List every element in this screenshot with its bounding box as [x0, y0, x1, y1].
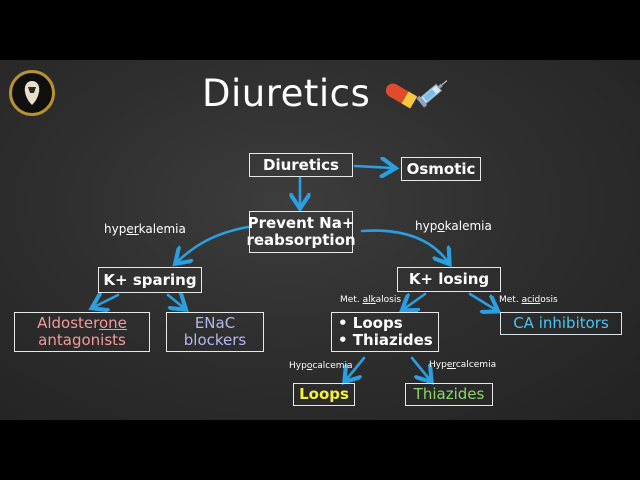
title-icons — [385, 79, 447, 109]
node-k-losing: K+ losing — [397, 267, 501, 292]
node-prevent-na-reabsorption: Prevent Na+ reabsorption — [246, 211, 356, 253]
label-hypocalcemia: Hypocalcemia — [289, 361, 353, 371]
label-hypercalcemia: Hypercalcemia — [429, 360, 497, 370]
label-hyperkalemia: hyperkalemia — [104, 222, 186, 236]
arrow-prevent-klosing — [360, 229, 448, 262]
logo-emblem — [9, 70, 55, 116]
logo-figure-icon — [24, 81, 40, 105]
chalkboard-background — [0, 60, 640, 420]
node-loops-thiazides: • Loops • Thiazides — [331, 312, 439, 352]
label-met-acidosis: Met. acidosis — [499, 295, 558, 305]
node-thiazides: Thiazides — [405, 383, 493, 406]
arrow-diuretics-osmotic — [353, 166, 393, 168]
label-met-alkalosis: Met. alkalosis — [340, 295, 402, 305]
arrow-loops-loops — [346, 356, 366, 380]
arrow-loops-thiazides — [410, 356, 430, 380]
node-ca-inhibitors: CA inhibitors — [500, 312, 622, 335]
arrow-klosing-loops — [404, 292, 427, 309]
node-k-sparing: K+ sparing — [98, 267, 202, 293]
arrow-klosing-ca — [468, 292, 496, 310]
node-osmotic: Osmotic — [401, 157, 481, 181]
node-aldosterone-antagonists: Aldosterone antagonists — [14, 312, 150, 352]
node-enac-blockers: ENaC blockers — [166, 312, 264, 352]
label-hypokalemia: hypokalemia — [415, 219, 492, 233]
node-loops: Loops — [293, 383, 355, 406]
arrow-ksparing-aldosterone — [94, 295, 120, 307]
page-title: Diuretics — [202, 72, 371, 115]
syringe-icon — [416, 79, 447, 108]
arrow-ksparing-enac — [166, 295, 184, 308]
node-diuretics: Diuretics — [249, 153, 353, 177]
pill-icon — [385, 83, 418, 109]
arrow-prevent-ksparing — [177, 225, 250, 262]
